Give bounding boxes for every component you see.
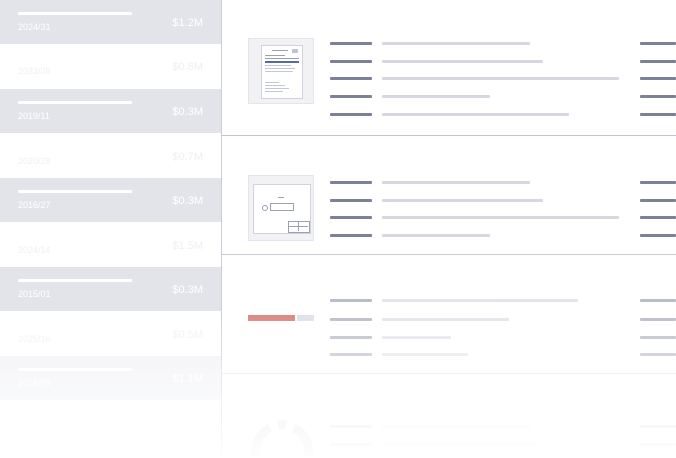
drawing-thumbnail[interactable] (248, 175, 314, 241)
left-list: 2024/31 $1.2M 2023/08 $0.8M 2019/11 $0.3… (0, 0, 222, 457)
list-item-date: 2024/14 (18, 245, 51, 255)
list-item[interactable]: 2020/28 $0.7M (0, 134, 221, 178)
field-meta (640, 234, 676, 237)
list-item-amount: $0.3M (172, 284, 203, 296)
field-meta (640, 318, 676, 321)
field-label (330, 318, 372, 321)
field-label (330, 353, 372, 356)
field-value (382, 181, 530, 184)
field-meta (640, 95, 676, 98)
drawing-icon (253, 184, 311, 234)
list-item-date: 2025/16 (18, 334, 51, 344)
field-meta (640, 425, 676, 428)
progress-fill (248, 315, 295, 321)
field-label (330, 336, 372, 339)
title-placeholder (18, 368, 132, 371)
field-meta (640, 113, 676, 116)
list-item-amount: $0.3M (172, 106, 203, 118)
document-thumbnail[interactable] (248, 38, 314, 104)
field-label (330, 42, 372, 45)
field-label (330, 443, 372, 446)
list-item-amount: $0.5M (172, 329, 203, 341)
progress-track (297, 315, 314, 321)
field-meta (640, 299, 676, 302)
title-placeholder (18, 190, 132, 193)
field-meta (640, 60, 676, 63)
field-value (382, 234, 490, 237)
list-item-date: 2024/31 (18, 22, 51, 32)
field-label (330, 299, 372, 302)
progress-bar (248, 315, 314, 321)
field-meta (640, 216, 676, 219)
list-item[interactable]: 2025/16 $0.5M (0, 312, 221, 356)
field-value (382, 353, 468, 356)
result-card[interactable] (222, 374, 676, 457)
field-value (382, 318, 509, 321)
detail-panel (222, 0, 676, 457)
donut-icon (251, 420, 313, 457)
list-item[interactable]: 2024/31 $1.2M (0, 0, 221, 44)
title-placeholder (18, 12, 132, 15)
list-item[interactable]: 2016/27 $0.3M (0, 178, 221, 222)
field-value (382, 299, 578, 302)
field-meta (640, 353, 676, 356)
list-item-amount: $0.7M (172, 151, 203, 163)
field-label (330, 199, 372, 202)
field-value (382, 425, 530, 428)
list-item-date: 2016/27 (18, 200, 51, 210)
list-item[interactable]: 2024/14 $1.5M (0, 223, 221, 267)
list-item[interactable]: 2015/01 $0.3M (0, 267, 221, 311)
field-label (330, 216, 372, 219)
list-item-amount: $1.2M (172, 17, 203, 29)
field-label (330, 113, 372, 116)
field-value (382, 336, 451, 339)
field-label (330, 425, 372, 428)
field-label (330, 60, 372, 63)
list-item-date: 2020/28 (18, 156, 51, 166)
field-meta (640, 181, 676, 184)
field-label (330, 234, 372, 237)
field-value (382, 113, 569, 116)
field-meta (640, 199, 676, 202)
field-value (382, 77, 619, 80)
title-placeholder (18, 101, 132, 104)
list-item-date: 2023/08 (18, 66, 51, 76)
field-label (330, 95, 372, 98)
field-meta (640, 42, 676, 45)
field-meta (640, 443, 676, 446)
field-value (382, 443, 537, 446)
title-placeholder (18, 279, 132, 282)
result-card[interactable] (222, 0, 676, 136)
list-item-amount: $1.5M (172, 240, 203, 252)
list-item-amount: $1.1M (172, 373, 203, 385)
field-value (382, 199, 543, 202)
list-item-date: 2019/11 (18, 111, 50, 121)
list-item[interactable]: 2019/11 $0.3M (0, 89, 221, 133)
list-item[interactable]: 2023/08 $0.8M (0, 44, 221, 88)
field-meta (640, 336, 676, 339)
document-icon (261, 45, 303, 99)
field-value (382, 95, 490, 98)
result-card[interactable] (222, 255, 676, 374)
list-item-date: 2018/09 (18, 378, 51, 388)
field-label (330, 181, 372, 184)
list-item-amount: $0.3M (172, 195, 203, 207)
field-label (330, 77, 372, 80)
field-value (382, 42, 530, 45)
result-card[interactable] (222, 136, 676, 255)
field-meta (640, 77, 676, 80)
list-item[interactable]: 2018/09 $1.1M (0, 356, 221, 400)
list-item-date: 2015/01 (18, 289, 51, 299)
list-item-amount: $0.8M (172, 61, 203, 73)
field-value (382, 216, 619, 219)
field-value (382, 60, 543, 63)
